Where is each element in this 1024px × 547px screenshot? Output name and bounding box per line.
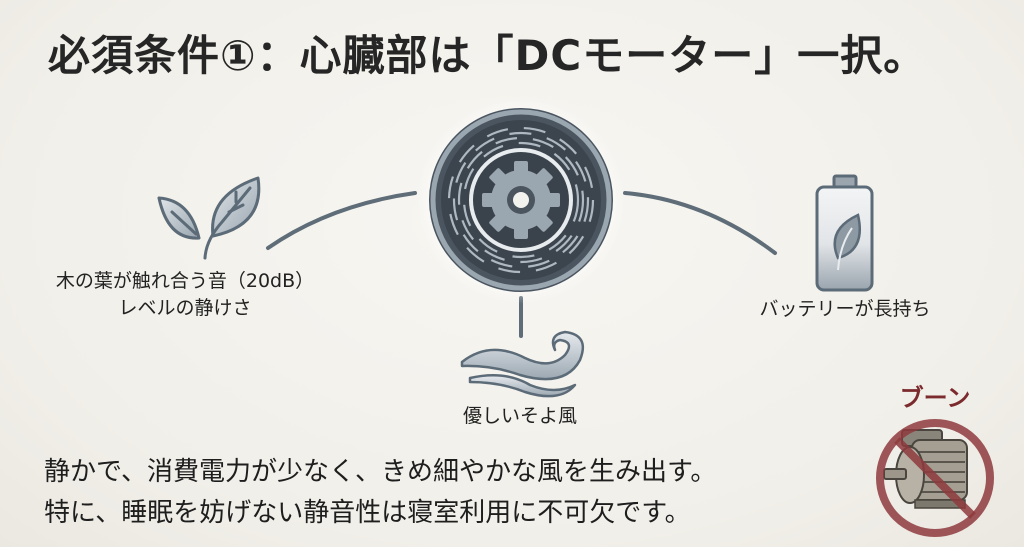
feature-label-quiet-line2: レベルの静けさ — [118, 297, 252, 319]
connector-lines — [266, 191, 777, 338]
body-line-2: 特に、睡眠を妨げない静音性は寝室利用に不可欠です。 — [44, 498, 691, 528]
noise-sound-label: ブーン — [899, 384, 971, 412]
dc-motor-icon — [417, 96, 625, 304]
body-line-1: 静かで、消費電力が少なく、きめ細やかな風を生み出す。 — [44, 457, 717, 487]
feature-label-breeze: 優しいそよ風 — [462, 405, 577, 427]
feature-label-quiet: 木の葉が触れ合う音（20dB） レベルの静けさ — [40, 268, 330, 322]
feature-label-battery: バッテリーが長持ち — [759, 298, 931, 320]
leaf-icon — [157, 176, 261, 260]
battery-leaf-icon — [815, 174, 874, 292]
feature-label-quiet-line1: 木の葉が触れ合う音（20dB） — [55, 270, 315, 292]
body-description: 静かで、消費電力が少なく、きめ細やかな風を生み出す。 特に、睡眠を妨げない静音性… — [44, 452, 716, 534]
ac-motor-prohibited-icon — [876, 419, 994, 537]
page-title: 必須条件①：心臓部は「DCモーター」一択。 — [48, 31, 927, 80]
wind-icon — [460, 330, 585, 398]
